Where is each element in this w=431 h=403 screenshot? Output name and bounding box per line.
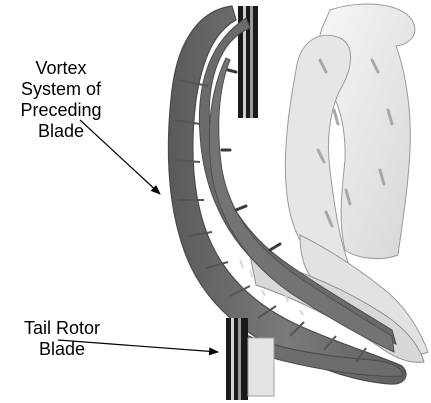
rotor-label-line-2: Blade (6, 339, 118, 360)
vortex-label-line-3: Preceding (2, 100, 120, 121)
tail-rotor-label: Tail Rotor Blade (6, 318, 118, 360)
vortex-system-label: Vortex System of Preceding Blade (2, 58, 120, 142)
vortex-label-line-2: System of (2, 79, 120, 100)
vortex-label-line-4: Blade (2, 121, 120, 142)
rotor-label-line-1: Tail Rotor (6, 318, 118, 339)
vortex-label-line-1: Vortex (2, 58, 120, 79)
